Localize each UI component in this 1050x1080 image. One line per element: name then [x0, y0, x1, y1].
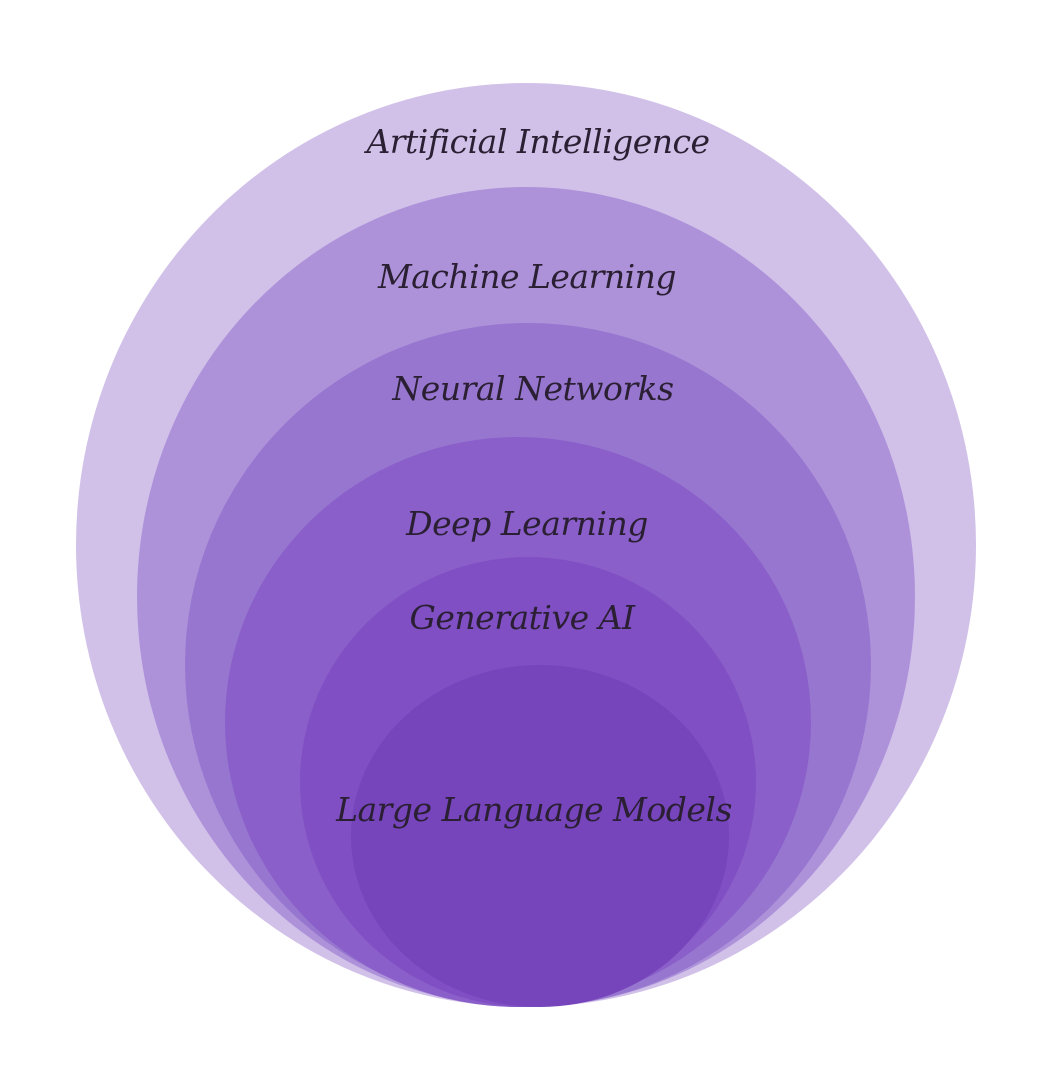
label-deep-learning: Deep Learning — [405, 504, 648, 543]
label-machine-learning: Machine Learning — [377, 257, 676, 296]
label-large-language-models: Large Language Models — [335, 790, 732, 829]
label-generative-ai: Generative AI — [410, 598, 636, 637]
label-artificial-intelligence: Artificial Intelligence — [363, 122, 709, 161]
label-neural-networks: Neural Networks — [391, 369, 673, 408]
layer-large-language-models-ellipse — [351, 665, 729, 1007]
